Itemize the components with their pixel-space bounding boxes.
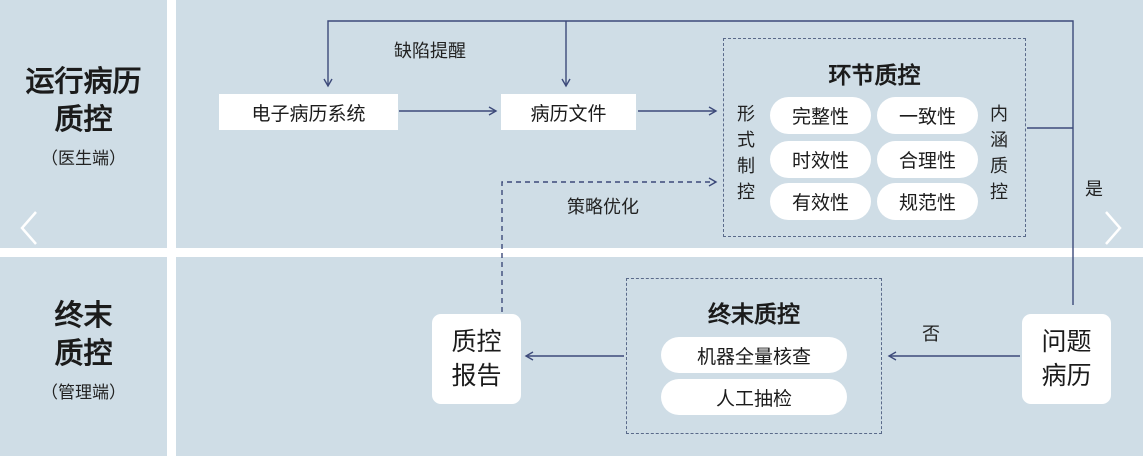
emr-system-node: 电子病历系统 [219, 94, 398, 130]
no-label: 否 [922, 324, 940, 345]
form-control-char: 形 [737, 104, 755, 125]
top-lane-label-panel [0, 0, 167, 248]
segment-qc-title: 环节质控 [828, 63, 921, 89]
defect-reminder-label: 缺陷提醒 [394, 41, 466, 62]
bottom-lane-label: 终末 质控 （管理端） [0, 296, 167, 403]
qc-item-completeness: 完整性 [770, 97, 871, 134]
chevron-left-icon[interactable] [14, 208, 44, 248]
content-control-char: 内 [990, 104, 1008, 125]
top-lane-title-line2: 质控 [54, 102, 113, 136]
qc-item-standardization: 规范性 [877, 183, 978, 220]
form-control-char: 制 [737, 156, 755, 177]
qc-item-consistency: 一致性 [877, 97, 978, 134]
qc-report-node: 质控 报告 [432, 314, 521, 404]
qc-item-timeliness: 时效性 [770, 141, 871, 178]
qc-item-rationality: 合理性 [877, 141, 978, 178]
form-control-char: 控 [737, 182, 755, 203]
problem-record-line1: 问题 [1041, 327, 1092, 356]
bottom-lane-title-line1: 终末 [54, 298, 113, 332]
top-lane-label: 运行病历 质控 （医生端） [0, 62, 167, 169]
final-qc-container [626, 278, 882, 434]
form-control-label: 形 式 制 控 [735, 102, 757, 206]
bottom-lane-subtitle: （管理端） [41, 383, 126, 403]
bottom-lane-title-line2: 质控 [54, 336, 113, 370]
top-lane-subtitle: （医生端） [41, 149, 126, 169]
yes-label: 是 [1085, 179, 1103, 200]
content-control-char: 控 [990, 182, 1008, 203]
bottom-lane-label-panel [0, 257, 167, 456]
qc-report-line2: 报告 [451, 361, 502, 390]
content-control-char: 涵 [990, 130, 1008, 151]
bottom-lane-title: 终末 质控 [54, 296, 112, 372]
problem-record-line2: 病历 [1041, 361, 1092, 390]
final-qc-title: 终末质控 [708, 302, 800, 328]
qc-report-line1: 质控 [451, 327, 502, 356]
record-file-node: 病历文件 [501, 94, 636, 130]
final-qc-manual-sampling: 人工抽检 [661, 379, 847, 415]
form-control-char: 式 [737, 130, 755, 151]
content-control-label: 内 涵 质 控 [988, 102, 1010, 206]
strategy-optimize-label: 策略优化 [567, 197, 639, 218]
problem-record-node: 问题 病历 [1022, 314, 1111, 404]
qc-item-validity: 有效性 [770, 183, 871, 220]
top-lane-title-line1: 运行病历 [25, 64, 142, 98]
segment-qc-container [723, 38, 1026, 237]
final-qc-machine-check: 机器全量核查 [661, 337, 847, 373]
content-control-char: 质 [990, 156, 1008, 177]
chevron-right-icon[interactable] [1098, 208, 1128, 248]
top-lane-title: 运行病历 质控 [25, 62, 141, 138]
